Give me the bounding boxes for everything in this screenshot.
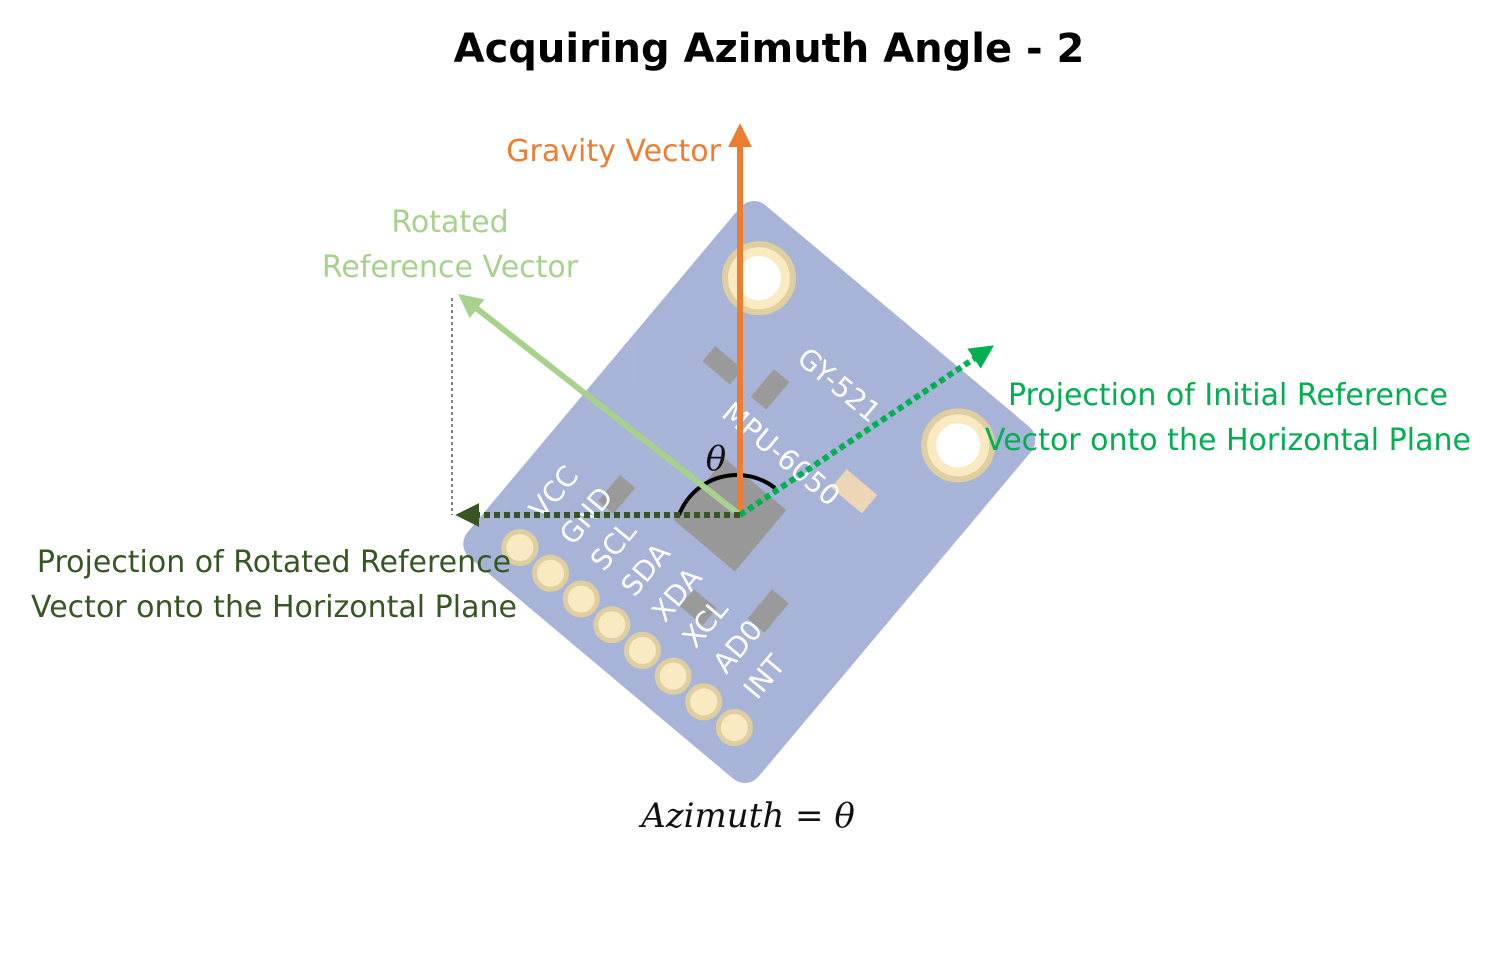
theta-symbol: θ xyxy=(706,439,726,479)
gravity-vector-label: Gravity Vector xyxy=(506,134,721,169)
rotated-projection-label-line2: Vector onto the Horizontal Plane xyxy=(31,590,517,625)
rotated-vector-label-line2: Reference Vector xyxy=(322,250,579,285)
initial-projection-label-line1: Projection of Initial Reference xyxy=(1008,378,1448,413)
page-title: Acquiring Azimuth Angle - 2 xyxy=(454,26,1085,72)
rotated-vector-label-line1: Rotated xyxy=(391,205,508,240)
azimuth-equation: Azimuth = θ xyxy=(638,796,855,836)
initial-projection-label-line2: Vector onto the Horizontal Plane xyxy=(985,423,1471,458)
rotated-projection-label-line1: Projection of Rotated Reference xyxy=(37,545,511,580)
